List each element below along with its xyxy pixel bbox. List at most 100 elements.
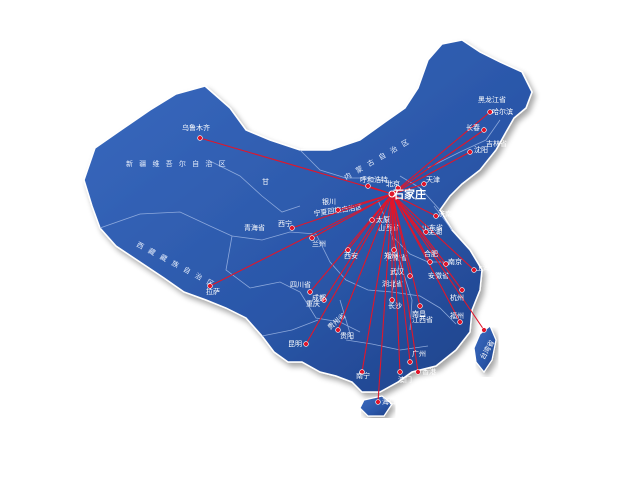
route-line-chengdu — [309, 193, 393, 293]
city-label-taiyuan: 太原 — [376, 215, 390, 224]
city-label-chongqing: 重庆 — [306, 299, 320, 308]
route-line-hohhot — [367, 185, 393, 195]
city-dot-shenyang — [467, 149, 473, 155]
routes-layer — [199, 111, 491, 403]
city-label-jinan: 济南 — [438, 209, 452, 218]
city-label-haikou: 海口 — [382, 397, 396, 406]
city-label-hongkong: 香港 — [422, 367, 436, 376]
city-label-lanzhou: 兰州 — [312, 239, 326, 248]
city-label-changchun: 长春 — [466, 123, 480, 132]
route-line-urumqi — [199, 137, 393, 195]
city-dot-kunming — [303, 341, 309, 347]
city-dot-hangzhou — [459, 287, 465, 293]
route-line-harbin — [391, 111, 491, 195]
city-dot-zhengzhou — [391, 247, 397, 253]
city-dot-taipei — [481, 327, 487, 333]
sichuan-label: 四川省 — [290, 280, 311, 289]
city-dot-nanjing — [443, 261, 449, 267]
city-dot-shanghai — [471, 267, 477, 273]
taiwan-shape — [473, 325, 497, 374]
city-dot-changsha — [389, 297, 395, 303]
hub-label: 石家庄 — [392, 187, 426, 201]
city-label-lhasa: 拉萨 — [206, 287, 220, 296]
city-dots-layer — [197, 109, 493, 405]
city-labels-layer: 乌鲁木齐拉萨西宁兰州银川呼和浩特北京天津太原西安郑州济南沈阳长春哈尔滨成都重庆贵… — [182, 107, 513, 406]
city-dot-wuhu — [423, 229, 429, 235]
route-line-hongkong — [391, 193, 419, 373]
city-label-macau: 澳门 — [398, 375, 412, 384]
route-line-guangzhou — [391, 193, 411, 363]
city-dot-changchun — [481, 127, 487, 133]
qinghai-label: 青海省 — [244, 223, 265, 232]
province-borders — [99, 119, 501, 351]
jiangxi-label: 江西省 — [412, 315, 433, 324]
city-label-wuhu: 芜湖 — [428, 227, 442, 236]
route-line-yinchuan — [337, 193, 393, 211]
city-dot-tianjin — [421, 181, 427, 187]
city-label-shanghai: 上海 — [476, 263, 490, 272]
city-label-fuzhou: 福州 — [450, 311, 464, 320]
route-line-wuhu — [391, 193, 427, 233]
hainan-shape — [359, 395, 393, 417]
city-label-nanning: 南宁 — [356, 371, 370, 380]
city-dot-harbin — [487, 109, 493, 115]
route-line-kunming — [305, 193, 393, 345]
city-label-hefei: 合肥 — [424, 249, 438, 258]
city-dot-guiyang — [335, 327, 341, 333]
route-line-taipei — [391, 193, 485, 331]
route-line-haikou — [377, 193, 393, 403]
route-line-changchun — [391, 129, 485, 195]
route-line-lhasa — [209, 193, 393, 287]
city-label-guangzhou: 广州 — [412, 349, 426, 358]
city-dot-chengdu — [307, 289, 313, 295]
route-line-hangzhou — [391, 193, 463, 291]
city-dot-fuzhou — [457, 319, 463, 325]
city-dot-taiyuan — [369, 217, 375, 223]
route-line-hefei — [391, 193, 431, 263]
city-dot-lanzhou — [309, 235, 315, 241]
route-line-xining — [291, 193, 393, 229]
city-label-hohhot: 呼和浩特 — [360, 175, 388, 184]
city-label-hangzhou: 杭州 — [450, 293, 464, 302]
anhui-label: 安徽省 — [428, 271, 449, 280]
city-label-shenyang: 沈阳 — [474, 145, 488, 154]
city-label-beijing: 北京 — [386, 179, 400, 188]
shandong-label: 山东省 — [422, 223, 443, 232]
city-dot-hefei — [427, 259, 433, 265]
hub-marker — [388, 190, 396, 198]
city-dot-wuhan — [407, 273, 413, 279]
route-line-shanghai — [391, 193, 475, 271]
city-label-nanjing: 南京 — [448, 257, 462, 266]
route-line-guiyang — [337, 193, 393, 331]
city-dot-beijing — [395, 185, 401, 191]
city-dot-macau — [397, 369, 403, 375]
city-dot-nanning — [359, 369, 365, 375]
city-label-zhengzhou: 郑州 — [384, 252, 398, 260]
china-mainland-shape — [83, 39, 533, 393]
city-label-taipei: 台北 — [484, 319, 498, 328]
city-dot-guangzhou — [407, 359, 413, 365]
city-label-tianjin: 天津 — [426, 176, 440, 184]
route-line-tianjin — [391, 183, 425, 195]
city-dot-hohhot — [365, 183, 371, 189]
henan-label: 河南省 — [386, 253, 407, 262]
city-label-xian: 西安 — [344, 251, 358, 260]
city-dot-haikou — [375, 399, 381, 405]
city-label-changsha: 长沙 — [388, 301, 402, 310]
route-line-nanning — [361, 193, 393, 373]
city-dot-xining — [289, 225, 295, 231]
city-dot-lhasa — [207, 283, 213, 289]
city-dot-yinchuan — [335, 207, 341, 213]
route-line-shenyang — [391, 151, 471, 195]
city-label-wuhan: 武汉 — [390, 267, 404, 276]
city-label-xining: 西宁 — [278, 219, 292, 228]
gansu-label: 甘 — [262, 177, 269, 186]
city-dot-jinan — [433, 213, 439, 219]
route-line-lanzhou — [311, 193, 393, 239]
city-label-guiyang: 贵阳 — [340, 331, 354, 340]
city-label-nanchang: 南昌 — [412, 309, 426, 318]
city-label-yinchuan: 银川 — [322, 197, 336, 206]
route-line-macau — [391, 193, 401, 373]
city-dot-hongkong — [415, 369, 421, 375]
